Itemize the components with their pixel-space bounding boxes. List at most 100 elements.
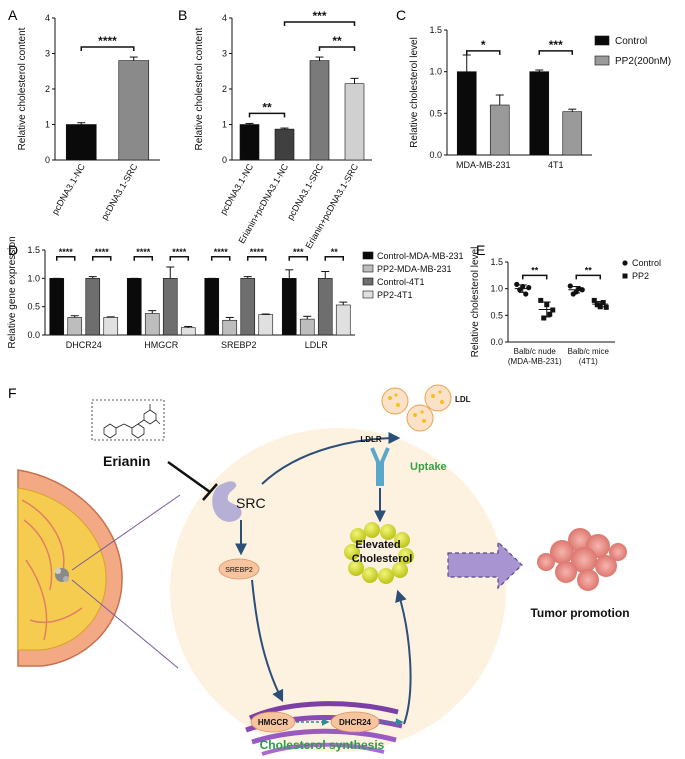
chart-c-significance-bracket [538,50,573,55]
chart-e-y-axis-title: Relative cholesterol level [470,247,481,358]
erianin-structure-icon [103,404,161,439]
chart-e-x-tick-label: Balb/c mice [568,347,610,356]
chart-d-bar [180,327,196,336]
chart-b-bar [344,83,365,161]
chart-d-bar [258,314,274,336]
chart-d-bar [204,278,220,336]
chart-b-y-tick-label: 3 [222,49,227,59]
chart-d-bar [144,313,160,336]
chart-d-significance-bracket [288,256,308,261]
hmgcr-node [250,711,296,733]
chart-c-bar [529,71,550,156]
chart-e-point [567,283,573,289]
chart-b-y-tick-label: 2 [222,84,227,94]
chart-c-legend-label: PP2(200nM) [615,56,671,67]
chart-d-legend-label: PP2-MDA-MB-231 [377,264,452,274]
chart-d-significance-label: **** [172,247,187,257]
chart-a-y-tick-label: 2 [45,84,50,94]
chart-a-y-tick-label: 4 [45,13,50,23]
dhcr24-node [330,711,380,733]
panel-label-e: E [476,242,485,258]
chart-d-legend-swatch [362,251,374,260]
tumor-promotion-arrow [447,540,523,590]
chart-e-significance-bracket [522,274,548,280]
cholesterol-cluster-icon [344,522,414,584]
panel-label-a: A [8,7,18,23]
chart-e-significance-label: ** [531,265,539,275]
chart-d-bar [85,278,101,336]
chart-b-y-tick-label: 1 [222,120,227,130]
chart-d-bar [126,278,142,336]
chart-e-point [514,281,520,287]
chart-d-y-axis-title: Relative gene expression [7,236,18,348]
arrow-synthesis-to-cholesterol [395,589,412,725]
chart-b-x-tick-label: pcDNA3.1-NC [218,162,255,217]
chart-e-legend-marker [622,260,628,266]
chart-c-x-tick-label: MDA-MB-231 [456,160,511,170]
arrow-srebp2-to-er [251,579,284,703]
chart-d-bar [222,319,238,336]
ldl-label: LDL [455,395,471,404]
chart-a-x-tick-label: pcDNA3.1-NC [50,162,87,217]
chart-c-bar [562,111,583,156]
srebp2-node [218,558,260,580]
chart-e-x-tick-label: (4T1) [579,357,598,366]
arrow-src-to-ldlr [261,432,401,485]
chart-d-x-tick-label: HMGCR [144,340,178,350]
chart-c-bar [489,104,510,156]
chart-b-y-tick-label: 4 [222,13,227,23]
chart-e-point [547,311,553,317]
chart-d-x-tick-label: DHCR24 [66,340,102,350]
chart-d-bar [335,304,351,336]
chart-d-bar [240,278,256,336]
chart-b-x-tick-label: pcDNA3.1-SRC [285,162,325,222]
srebp2-label: SREBP2 [225,567,253,574]
chart-e-point [550,307,556,313]
chart-b-significance-label: ** [332,34,342,48]
chart-b-significance-label: *** [312,9,326,23]
chart-e-legend-marker [622,273,628,279]
chart-b-significance-bracket [248,112,286,118]
chart-d-bar [103,317,119,336]
chart-e-y-tick-label: 1.5 [490,257,503,267]
tumor-promotion-label: Tumor promotion [530,606,629,620]
chart-e-legend-label: Control [632,258,661,268]
chart-d-y-tick-label: 1.0 [27,273,40,283]
chart-e-point [591,297,597,303]
chart-d-significance-bracket [169,256,189,261]
chart-b-bar [274,128,295,161]
chart-d-legend-swatch [362,264,374,273]
chart-d-x-tick-label: SREBP2 [221,340,257,350]
tumor-icon [537,528,627,591]
chart-d-significance-bracket [133,256,153,261]
chart-d-significance-bracket [211,256,231,261]
chart-d-significance-label: *** [293,247,304,257]
chart-d-legend-swatch [362,277,374,286]
chart-c-y-tick-label: 0.5 [429,108,442,118]
chart-e-legend-label: PP2 [632,271,649,281]
chart-d-bar [67,317,83,336]
chart-a-significance-bracket [80,46,135,52]
cell-body [170,428,506,752]
chart-d-legend-label: PP2-4T1 [377,290,413,300]
ldl-particles-icon [381,384,452,432]
elevated-cholesterol-line2: Cholesterol [352,553,413,565]
panel-label-c: C [396,7,406,23]
chart-a-y-axis-title: Relative cholesterol content [17,27,28,150]
chart-d-bar [281,278,297,336]
chart-e-y-tick-label: 0.0 [490,337,503,347]
chart-c-y-tick-label: 0.0 [429,150,442,160]
chart-e-significance-bracket [575,274,601,280]
chart-d-significance-bracket [92,256,112,261]
pathway-diagram: Erianin SRC SREBP2 LDL LDLR [17,384,630,756]
chart-e-point [541,315,547,321]
chart-e-y-tick-label: 0.5 [490,310,503,320]
chart-e-significance-label: ** [585,265,593,275]
chart-b-significance-bracket [318,46,356,52]
chart-c-bar [456,71,477,156]
chart-c-significance-bracket [466,50,501,55]
compound-name: Erianin [103,453,150,469]
